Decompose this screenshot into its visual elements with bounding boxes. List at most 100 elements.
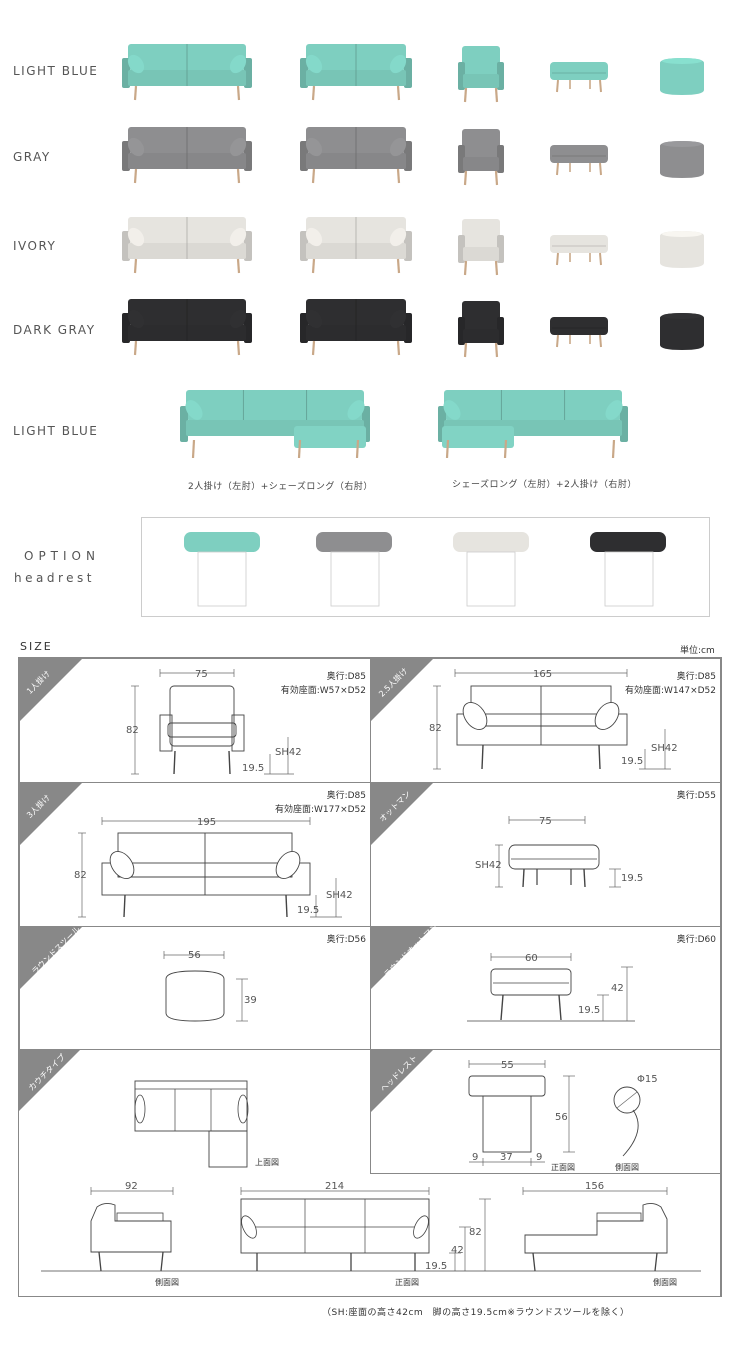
furniture-row-ivory <box>122 217 704 276</box>
headrest-ivory <box>453 532 529 607</box>
dim-diameter: Φ15 <box>637 1074 658 1085</box>
size-cell-three-seater: 3人掛け 奥行:D85 有効座面:W177×D52 195 82 SH42 19… <box>19 782 371 927</box>
ottoman-light-blue <box>550 62 608 93</box>
size-cell-ottoman: オットマン 奥行:D55 75 SH42 19.5 <box>370 782 721 927</box>
dim-seat-height: SH42 <box>326 890 353 901</box>
dim-height: 82 <box>469 1227 482 1238</box>
round-ottoman-drawing: 60 42 19.5 <box>467 953 635 1022</box>
front-view-label: 正面図 <box>395 1278 419 1287</box>
ottoman-ivory <box>550 235 608 266</box>
dim-leg: 19.5 <box>621 873 643 884</box>
two-half-seater-drawing: 165 82 SH42 19.5 <box>429 669 678 770</box>
sofa-2-5-seater-dark-gray <box>300 299 412 356</box>
seat-note: 有効座面:W177×D52 <box>274 805 366 815</box>
furniture-row-dark-gray <box>122 299 704 358</box>
dim-height: 82 <box>126 725 139 736</box>
dim-seat-height: 42 <box>451 1245 464 1256</box>
couch-drawing: 上面図 92 214 <box>41 1080 701 1287</box>
sofa-3-seater-light-blue <box>122 44 252 101</box>
dim-width: 60 <box>525 953 538 964</box>
size-title: SIZE <box>20 640 53 653</box>
dim-leg: 19.5 <box>297 905 319 916</box>
one-seater-drawing: 75 82 SH42 19.5 <box>126 669 302 775</box>
dim-leg: 19.5 <box>242 763 264 774</box>
armchair-gray <box>458 129 504 186</box>
headrest-drawing: 55 56 9 37 9 Φ15 正面図 側面図 <box>468 1060 658 1172</box>
size-cell-couch: カウチタイプ 上面図 92 <box>19 1049 721 1296</box>
top-view-label: 上面図 <box>255 1158 279 1167</box>
dim-width: 195 <box>197 817 216 828</box>
furniture-gallery <box>122 44 704 459</box>
dim-height: 82 <box>74 870 87 881</box>
round-stool-drawing: 56 39 <box>163 950 257 1022</box>
dim-side-width: 92 <box>125 1181 138 1192</box>
color-label: GRAY <box>13 150 51 164</box>
headrest-options <box>141 517 710 617</box>
headrest-light-blue <box>184 532 260 607</box>
dim-inner: 37 <box>500 1152 513 1163</box>
headrest-gray <box>316 532 392 607</box>
dim-gap-left: 9 <box>472 1152 478 1163</box>
armchair-dark-gray <box>458 301 504 358</box>
size-tag <box>371 1050 433 1112</box>
couch-right-chaise <box>438 390 628 459</box>
couch-left-chaise <box>180 390 370 459</box>
round-stool-dark-gray <box>660 313 704 350</box>
dim-side2-width: 156 <box>585 1181 604 1192</box>
color-label: DARK GRAY <box>13 323 96 337</box>
option-subtitle: headrest <box>14 571 95 585</box>
furniture-row-gray <box>122 127 704 186</box>
ottoman-gray <box>550 145 608 176</box>
unit-label: 単位:cm <box>680 646 715 656</box>
dim-height: 82 <box>429 723 442 734</box>
dim-height: 39 <box>244 995 257 1006</box>
ottoman-dark-gray <box>550 317 608 348</box>
dim-width: 75 <box>539 816 552 827</box>
sofa-3-seater-gray <box>122 127 252 184</box>
couch-right-caption: シェーズロング（左肘）+2人掛け（右肘） <box>452 480 637 490</box>
sofa-3-seater-ivory <box>122 217 252 274</box>
size-cell-round-ottoman: ラウンドオットマン 奥行:D60 60 42 19.5 <box>370 922 721 1050</box>
front-view-label: 正面図 <box>551 1163 575 1172</box>
dim-gap-right: 9 <box>536 1152 542 1163</box>
depth-note: 奥行:D60 <box>676 935 716 945</box>
depth-note: 奥行:D55 <box>676 791 716 801</box>
couch-color-label: LIGHT BLUE <box>13 424 99 438</box>
dim-width: 165 <box>533 669 552 680</box>
round-stool-ivory <box>660 231 704 268</box>
furniture-row-light-blue <box>122 44 704 103</box>
depth-note: 奥行:D85 <box>326 672 366 682</box>
dim-front-width: 214 <box>325 1181 344 1192</box>
seat-note: 有効座面:W57×D52 <box>280 686 366 696</box>
dim-height: 42 <box>611 983 624 994</box>
size-tag <box>19 1049 81 1111</box>
option-title: OPTION <box>24 549 100 563</box>
dim-seat-height: SH42 <box>275 747 302 758</box>
three-seater-drawing: 195 82 SH42 19.5 <box>74 817 353 918</box>
size-tag <box>20 659 82 721</box>
size-tag <box>20 783 82 845</box>
depth-note: 奥行:D85 <box>326 791 366 801</box>
dim-seat-height: SH42 <box>475 860 502 871</box>
size-diagrams: 1人掛け 奥行:D85 有効座面:W57×D52 75 82 SH42 19.5 <box>18 657 722 1297</box>
footnote: （SH:座面の高さ42cm 脚の高さ19.5cm※ラウンドスツールを除く） <box>322 1308 630 1318</box>
side-view-label: 側面図 <box>155 1277 179 1287</box>
sofa-2-5-seater-light-blue <box>300 44 412 101</box>
couch-left-caption: 2人掛け（左肘）+シェーズロング（右肘） <box>188 482 373 492</box>
round-stool-gray <box>660 141 704 178</box>
sofa-3-seater-dark-gray <box>122 299 252 356</box>
round-stool-light-blue <box>660 58 704 95</box>
size-tag <box>371 659 433 721</box>
size-cell-round-stool: ラウンドスツール 奥行:D56 56 39 <box>19 925 371 1050</box>
dim-width: 55 <box>501 1060 514 1071</box>
armchair-light-blue <box>458 46 504 103</box>
size-cell-two-half-seater: 2.5人掛け 奥行:D85 有効座面:W147×D52 165 82 SH42 … <box>370 658 721 783</box>
sofa-2-5-seater-ivory <box>300 217 412 274</box>
dim-width: 56 <box>188 950 201 961</box>
headrest-dark-gray <box>590 532 666 607</box>
side-view-label-2: 側面図 <box>653 1277 677 1287</box>
dim-leg: 19.5 <box>425 1261 447 1272</box>
size-tag <box>20 927 82 989</box>
color-label: IVORY <box>13 239 57 253</box>
size-cell-one-seater: 1人掛け 奥行:D85 有効座面:W57×D52 75 82 SH42 19.5 <box>19 658 371 783</box>
